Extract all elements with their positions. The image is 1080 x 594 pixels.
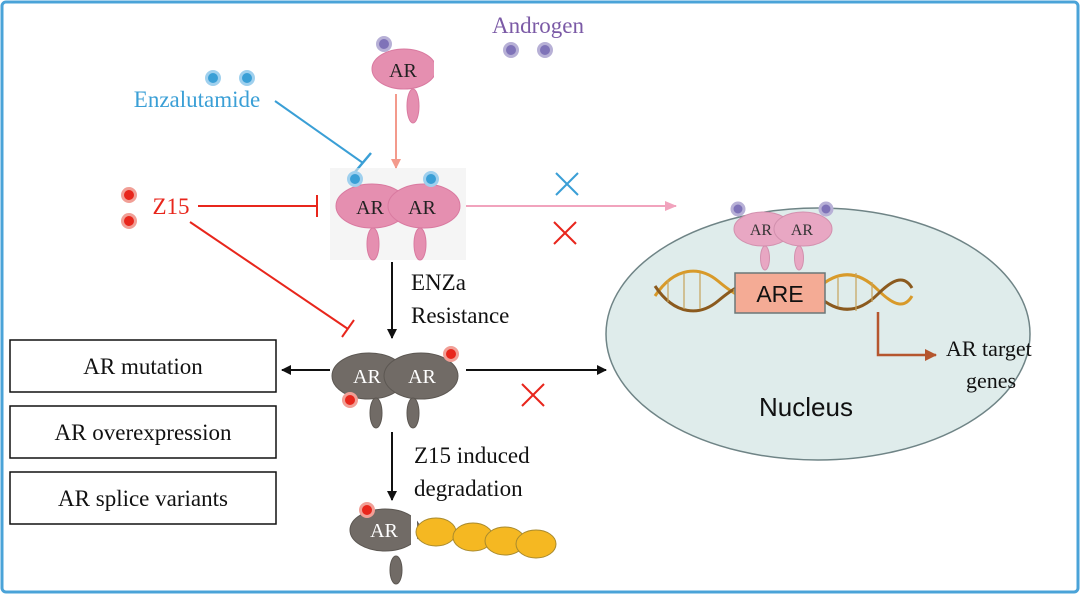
blocked-cross-red [553,221,577,245]
ar-dimer-enzalutamide: AR AR [330,168,466,261]
mechanism-box-splice: AR splice variants [9,471,277,525]
ar-label-dimer-left: AR [356,197,384,219]
target-genes-label-2: genes [966,368,1016,393]
target-genes-arrow [876,312,937,361]
mechanism-box-overexpression: AR overexpression [9,405,277,459]
enzalutamide-molecules [205,70,255,86]
blocked-cross-blue [555,172,579,196]
enza-resistance-label-1: ENZa [411,270,466,295]
degradation-label-2: degradation [414,476,523,501]
z15-inhibition-resistant [189,221,355,338]
ar-dimer-nucleus: AR AR [730,201,834,271]
ar-label-nucleus-left: AR [750,222,773,239]
ar-ubiquitinated: AR [349,502,421,585]
nucleus [605,207,1031,461]
target-genes-label-1: AR target [946,336,1032,361]
z15-label: Z15 [152,194,189,219]
z15-molecules [121,187,137,229]
enzalutamide-label: Enzalutamide [134,87,260,112]
degradation-label-1: Z15 induced [414,443,530,468]
ar-monomer-top: AR [371,36,441,124]
mechanism-label: AR overexpression [55,420,232,445]
are-box: ARE [734,272,826,314]
mechanism-label: AR mutation [83,354,203,379]
z15-inhibition-dimer [198,195,318,217]
ar-label-resistant-left: AR [353,366,381,388]
androgen-label: Androgen [492,13,584,38]
enza-resistance-label-2: Resistance [411,303,509,328]
ar-label-top: AR [389,60,417,82]
ar-label-nucleus-right: AR [791,222,814,239]
ubiquitin-chain [415,517,557,559]
androgen-molecules [503,42,553,58]
ar-dimer-resistant: AR AR [331,346,459,429]
blocked-cross-red-2 [521,383,545,407]
ar-label-dimer-right: AR [408,197,436,219]
mechanism-box-mutation: AR mutation [9,339,277,393]
are-label: ARE [756,281,803,307]
ar-label-resistant-right: AR [408,366,436,388]
ar-label-degraded: AR [370,520,398,542]
mechanism-label: AR splice variants [58,486,228,511]
nucleus-label: Nucleus [759,392,853,422]
